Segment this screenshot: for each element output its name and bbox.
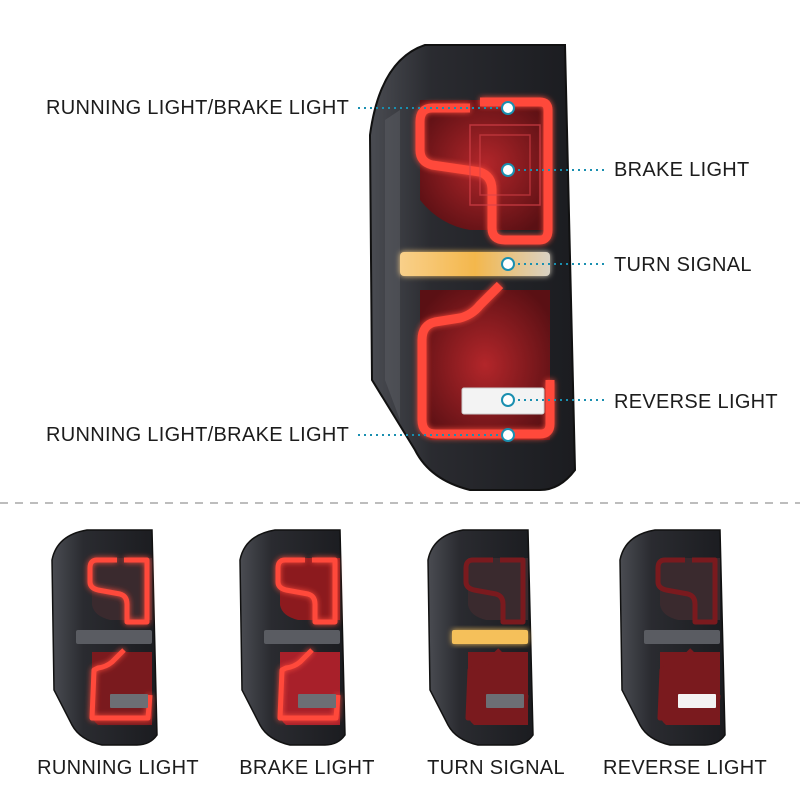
callout-running-brake-top: RUNNING LIGHT/BRAKE LIGHT [46,97,350,119]
variant-label-running: RUNNING LIGHT [37,757,199,779]
callout-reverse: REVERSE LIGHT [614,391,778,413]
variant-label-reverse: REVERSE LIGHT [603,757,767,779]
variant-row [51,529,726,746]
callout-connectors [358,107,604,436]
variant-label-brake: BRAKE LIGHT [239,757,375,779]
main-tail-light [368,44,577,491]
variant-label-turn: TURN SIGNAL [427,757,565,779]
variant-tail-light-turn [427,529,534,746]
callout-brake: BRAKE LIGHT [614,159,750,181]
variant-tail-light-reverse [619,529,726,746]
callout-turn-signal: TURN SIGNAL [614,254,752,276]
variant-tail-light-brake [239,529,346,746]
callout-dots [501,101,515,442]
variant-tail-light-running [51,529,158,746]
callout-running-brake-bottom: RUNNING LIGHT/BRAKE LIGHT [46,424,350,446]
